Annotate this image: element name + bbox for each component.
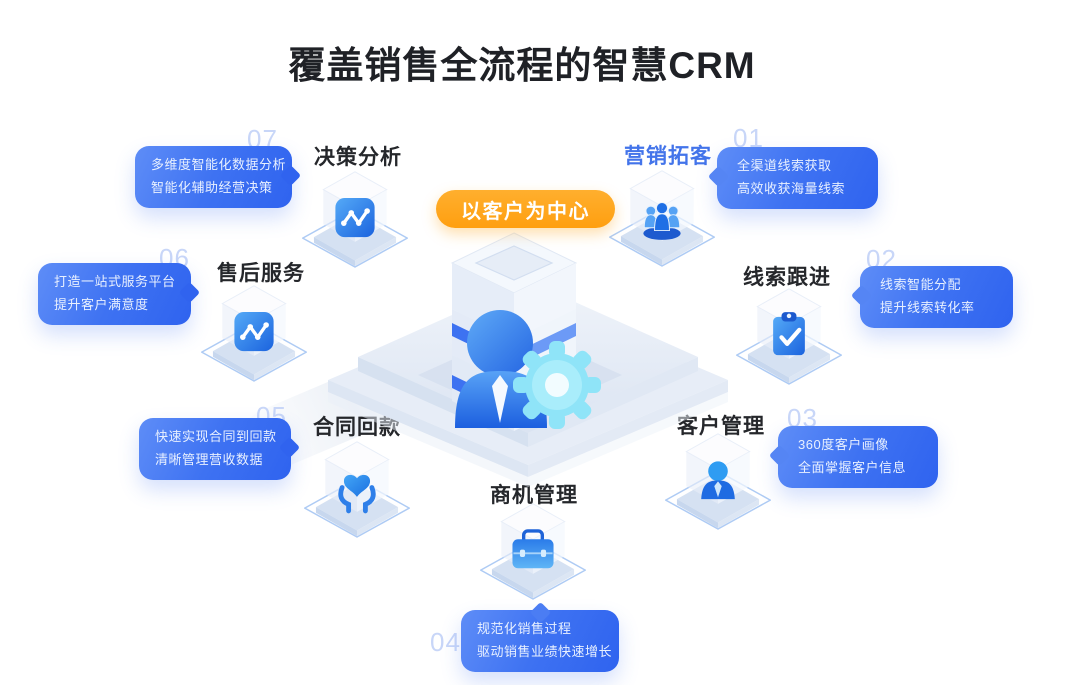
node-number: 04 — [430, 627, 461, 657]
node-callout: 打造一站式服务平台 提升客户满意度 — [38, 263, 201, 325]
callout-tail — [529, 601, 552, 624]
callout-line: 全面掌握客户信息 — [798, 459, 907, 475]
line-chart-icon — [198, 280, 310, 385]
node-callout: 全渠道线索获取 高效收获海量线索 — [707, 147, 878, 209]
callout-tail — [178, 281, 201, 304]
node-label: 线索跟进 — [743, 266, 831, 289]
page-title: 覆盖销售全流程的智慧CRM — [288, 44, 756, 86]
callout-tail — [707, 165, 730, 188]
background-swoosh — [232, 338, 455, 480]
callout-tail — [850, 284, 873, 307]
node-number: 07 — [247, 124, 278, 154]
callout-line: 打造一站式服务平台 — [54, 274, 176, 289]
callout-line: 驱动销售业绩快速增长 — [477, 643, 613, 659]
node-label: 客户管理 — [677, 415, 765, 438]
callout-tail — [768, 444, 791, 467]
callout-line: 多维度智能化数据分析 — [151, 157, 287, 172]
callout-line: 线索智能分配 — [880, 277, 962, 292]
node-label: 商机管理 — [490, 484, 578, 507]
callout-line: 提升客户满意度 — [54, 296, 149, 312]
callout-line: 智能化辅助经营决策 — [151, 179, 273, 195]
node-number: 03 — [787, 403, 818, 433]
node-label: 决策分析 — [314, 146, 402, 169]
callout-line: 提升线索转化率 — [880, 299, 975, 315]
node-callout: 多维度智能化数据分析 智能化辅助经营决策 — [135, 146, 302, 208]
node-number: 06 — [159, 243, 190, 273]
line-chart-icon — [299, 166, 411, 271]
callout-tail — [279, 164, 302, 187]
user-avatar-icon — [662, 428, 774, 533]
node-number: 01 — [733, 123, 764, 153]
callout-line: 规范化销售过程 — [477, 621, 572, 636]
briefcase-icon — [477, 498, 589, 603]
node-label: 售后服务 — [217, 262, 305, 285]
node-callout: 规范化销售过程 驱动销售业绩快速增长 — [461, 601, 619, 672]
people-group-icon — [606, 165, 718, 270]
customer-centric-badge: 以客户为中心 — [436, 190, 615, 228]
callout-line: 全渠道线索获取 — [737, 158, 832, 173]
node-callout: 线索智能分配 提升线索转化率 — [850, 266, 1013, 328]
clipboard-check-icon — [733, 283, 845, 388]
node-label: 营销拓客 — [624, 145, 712, 168]
node-number: 02 — [866, 244, 897, 274]
callout-line: 360度客户画像 — [798, 437, 889, 452]
node-callout: 360度客户画像 全面掌握客户信息 — [768, 426, 938, 488]
callout-line: 高效收获海量线索 — [737, 180, 846, 196]
